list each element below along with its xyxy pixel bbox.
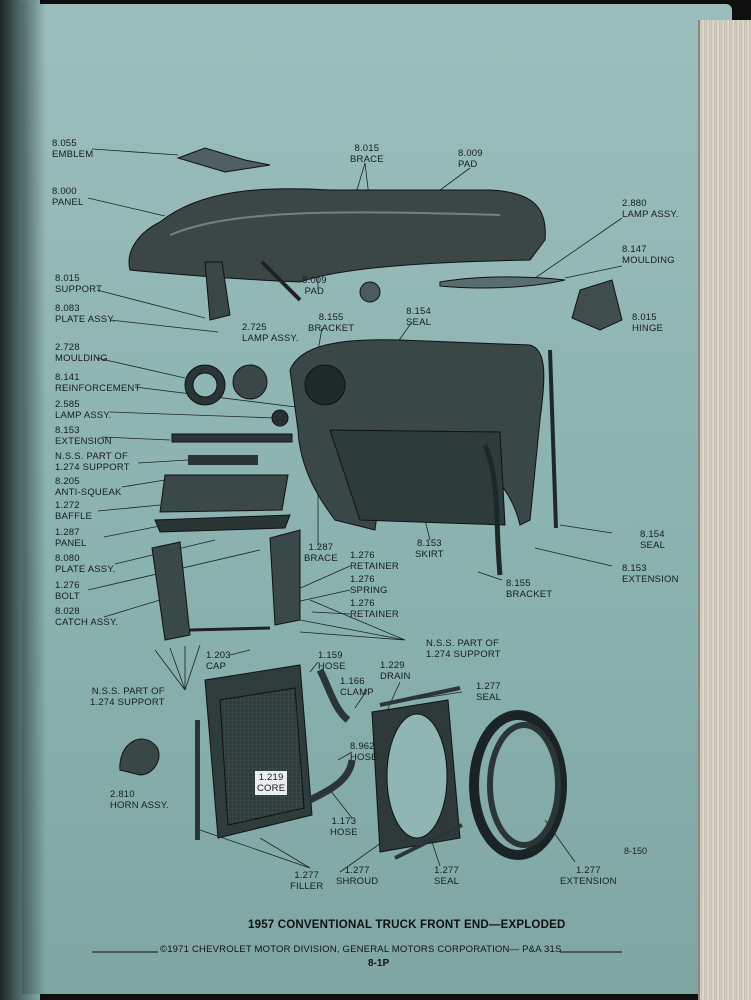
page-number: 8-1P	[368, 958, 390, 969]
figure-id: 8-150	[624, 846, 648, 856]
page-gutter-shadow	[22, 4, 46, 994]
page-stack-edge	[698, 20, 751, 1000]
figure-caption: 1957 CONVENTIONAL TRUCK FRONT END—EXPLOD…	[248, 919, 566, 931]
copyright-line: ©1971 CHEVROLET MOTOR DIVISION, GENERAL …	[160, 944, 562, 955]
